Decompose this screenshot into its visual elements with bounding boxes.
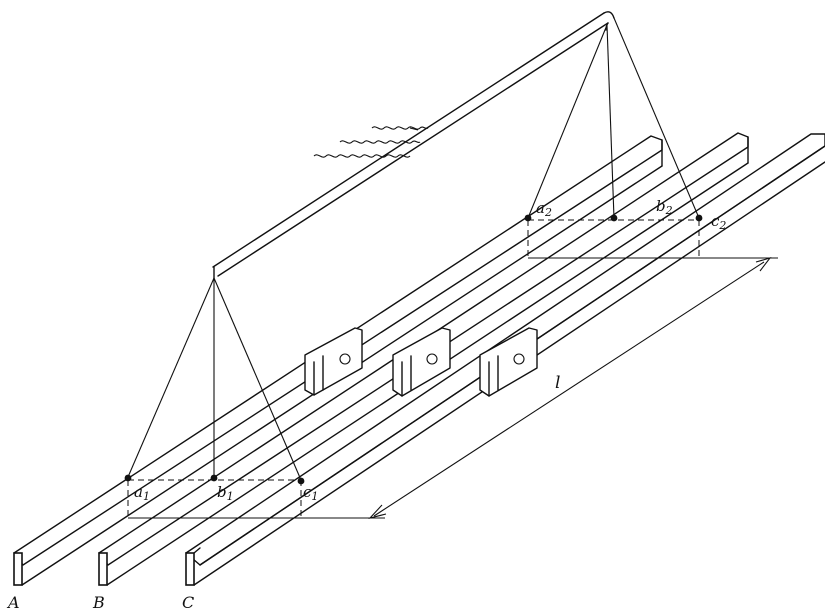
label-phase-c: C: [182, 593, 194, 612]
point-b2-marker: [610, 214, 618, 222]
measuring-frame: [212, 11, 615, 279]
measurement-lines-front: [127, 479, 385, 519]
flexible-cable: [313, 126, 429, 158]
busbar-b-end: [98, 552, 108, 586]
point-a2-marker: [524, 214, 532, 222]
point-a1-marker: [124, 474, 132, 482]
suspension-wires-left: [127, 277, 302, 481]
label-phase-b: B: [92, 593, 105, 612]
point-c2-marker: [695, 214, 703, 222]
label-point-b1: b1: [217, 483, 234, 503]
label-phase-a: A: [6, 593, 20, 612]
insulator-clamp-b: [392, 327, 451, 397]
label-point-a2: a2: [536, 199, 552, 219]
labels: a1 b1 c1 a2 b2 c2 l A B C: [6, 197, 726, 612]
label-point-c1: c1: [303, 483, 318, 503]
label-point-b2: b2: [656, 197, 673, 217]
suspension-wires-right: [527, 17, 700, 219]
busbar-c-end: [185, 552, 195, 586]
point-b1-marker: [210, 474, 218, 482]
insulator-clamp-c: [479, 327, 538, 397]
label-point-a1: a1: [134, 483, 150, 503]
label-point-c2: c2: [711, 212, 726, 232]
insulator-clamp-a: [304, 327, 363, 396]
length-dimension: [368, 257, 772, 519]
busbar-a-end: [13, 552, 23, 586]
point-c1-marker: [297, 477, 305, 485]
label-length: l: [555, 373, 560, 393]
measurement-points: [124, 214, 703, 485]
